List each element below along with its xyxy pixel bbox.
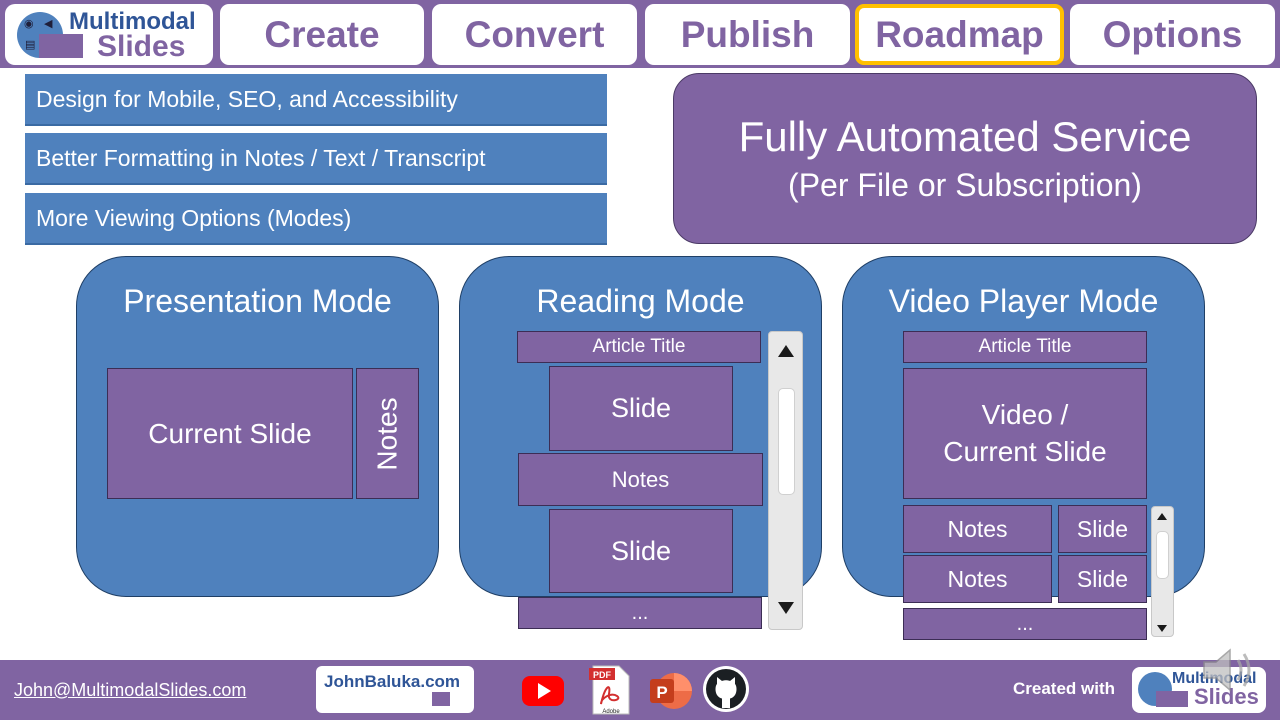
article-title-box: Article Title [903, 331, 1147, 363]
automated-service-title: Fully Automated Service [738, 113, 1192, 160]
nav-roadmap-button[interactable]: Roadmap [855, 4, 1064, 65]
email-link[interactable]: John@MultimodalSlides.com [14, 680, 247, 700]
current-slide-label: Current Slide [943, 435, 1107, 467]
powerpoint-icon[interactable]: P [647, 668, 693, 714]
johnbaluka-badge[interactable]: JohnBaluka.com [316, 666, 474, 713]
logo-slide-block [39, 34, 83, 58]
nav-publish-button[interactable]: Publish [645, 4, 850, 65]
presentation-mode-title: Presentation Mode [123, 283, 392, 319]
multimodal-slides-small-logo[interactable]: Multimodal Slides [1132, 667, 1266, 713]
notes-box: Notes [518, 453, 763, 506]
scroll-down-arrow-icon[interactable] [1157, 625, 1167, 632]
scroll-up-arrow-icon[interactable] [1157, 513, 1167, 520]
slide-box: Slide [1058, 555, 1147, 603]
slide-box: Slide [549, 366, 733, 451]
svg-text:P: P [656, 683, 667, 702]
reading-scrollbar[interactable] [768, 331, 803, 630]
reading-mode-title: Reading Mode [536, 283, 745, 319]
reading-mode-panel: Reading Mode Article Title Slide Notes S… [459, 256, 822, 630]
created-with-label: Created with [1013, 679, 1116, 698]
scroll-up-arrow-icon[interactable] [778, 345, 794, 357]
logo-text-line2: Slides [1194, 684, 1259, 709]
article-title-box: Article Title [517, 331, 761, 363]
svg-text:Adobe: Adobe [602, 709, 620, 715]
nav-options-button[interactable]: Options [1070, 4, 1275, 65]
scroll-down-arrow-icon[interactable] [778, 602, 794, 614]
feature-item-viewing-options: More Viewing Options (Modes) [25, 193, 607, 245]
more-content-box: ... [518, 597, 762, 629]
notes-box: Notes [903, 555, 1052, 603]
logo-text-line1: Multimodal [69, 8, 196, 35]
video-player-mode-panel: Video Player Mode Article Title Video / … [842, 256, 1205, 640]
presentation-mode-panel: Presentation Mode Current Slide Notes [76, 256, 439, 597]
pdf-icon[interactable]: PDF Adobe [587, 664, 633, 716]
video-player-mode-title: Video Player Mode [888, 283, 1159, 319]
notes-box: Notes [903, 505, 1052, 553]
speaker-audio-icon[interactable] [1196, 638, 1260, 702]
logo-slide-block [1156, 691, 1188, 707]
video-label: Video / [981, 399, 1069, 431]
feature-item-mobile-seo: Design for Mobile, SEO, and Accessibilit… [25, 74, 607, 126]
current-slide-box: Current Slide [107, 368, 353, 499]
scrollbar-thumb[interactable] [778, 388, 795, 495]
scrollbar-thumb[interactable] [1156, 531, 1169, 579]
nav-convert-button[interactable]: Convert [432, 4, 637, 65]
site-badge-text: JohnBaluka.com [324, 672, 461, 691]
footer-bar: John@MultimodalSlides.com JohnBaluka.com… [0, 660, 1280, 720]
notes-box: Notes [356, 368, 419, 499]
youtube-icon[interactable] [520, 668, 566, 714]
slide-box: Slide [549, 509, 733, 593]
top-navigation-bar: ◉ ◀ ▤ Multimodal Slides Create Convert P… [0, 0, 1280, 68]
automated-service-subtitle: (Per File or Subscription) [788, 167, 1142, 203]
nav-create-button[interactable]: Create [220, 4, 424, 65]
automated-service-callout: Fully Automated Service (Per File or Sub… [673, 73, 1257, 244]
more-content-box: ... [903, 608, 1147, 640]
site-badge-figure-icon [432, 692, 450, 706]
logo-text-line2: Slides [97, 30, 186, 63]
video-current-slide-box: Video / Current Slide [903, 368, 1147, 499]
github-icon[interactable] [702, 665, 750, 713]
notes-vertical-label: Notes [371, 396, 403, 471]
video-scrollbar[interactable] [1151, 506, 1174, 637]
feature-item-formatting: Better Formatting in Notes / Text / Tran… [25, 133, 607, 185]
multimodal-slides-logo[interactable]: ◉ ◀ ▤ Multimodal Slides [5, 4, 213, 65]
svg-text:PDF: PDF [593, 670, 612, 680]
slide-box: Slide [1058, 505, 1147, 553]
